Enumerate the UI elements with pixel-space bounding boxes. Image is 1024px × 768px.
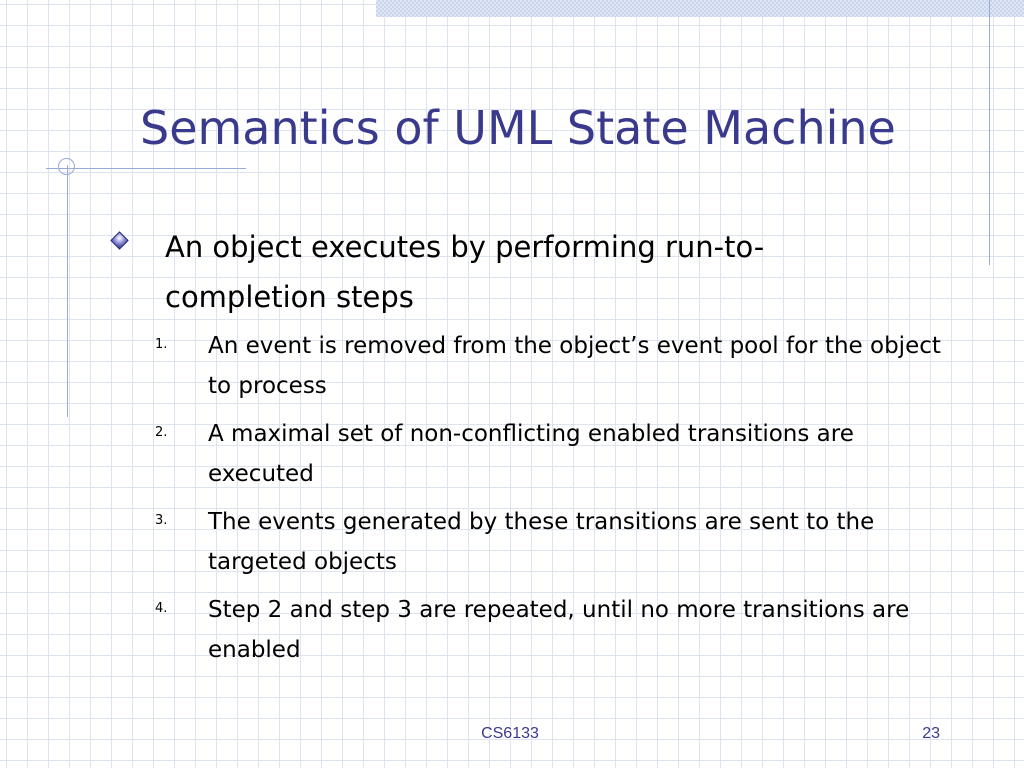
right-decorative-rule: [989, 0, 990, 265]
slide-title: Semantics of UML State Machine: [140, 101, 896, 155]
top-pattern-band: [376, 0, 1024, 17]
steps-list: 1. An event is removed from the object’s…: [150, 326, 970, 678]
title-underline-rule: [46, 168, 246, 169]
step-item: 4. Step 2 and step 3 are repeated, until…: [150, 590, 970, 670]
crosshair-ring-icon: [58, 158, 75, 175]
step-item: 1. An event is removed from the object’s…: [150, 326, 970, 406]
diamond-bullet-icon: [110, 231, 129, 250]
step-number: 2.: [155, 425, 168, 440]
step-number: 1.: [155, 337, 168, 352]
step-text: A maximal set of non-conflicting enabled…: [208, 421, 854, 487]
step-text: Step 2 and step 3 are repeated, until no…: [208, 597, 910, 663]
step-text: The events generated by these transition…: [208, 509, 875, 575]
footer-page-number: 23: [922, 725, 940, 742]
left-decorative-rule: [67, 165, 68, 417]
step-item: 3. The events generated by these transit…: [150, 502, 970, 582]
footer-course: CS6133: [481, 725, 539, 742]
step-text: An event is removed from the object’s ev…: [208, 333, 941, 399]
main-bullet-text: An object executes by performing run-to-…: [165, 230, 765, 314]
step-item: 2. A maximal set of non-conflicting enab…: [150, 414, 970, 494]
step-number: 4.: [155, 601, 168, 616]
step-number: 3.: [155, 513, 168, 528]
